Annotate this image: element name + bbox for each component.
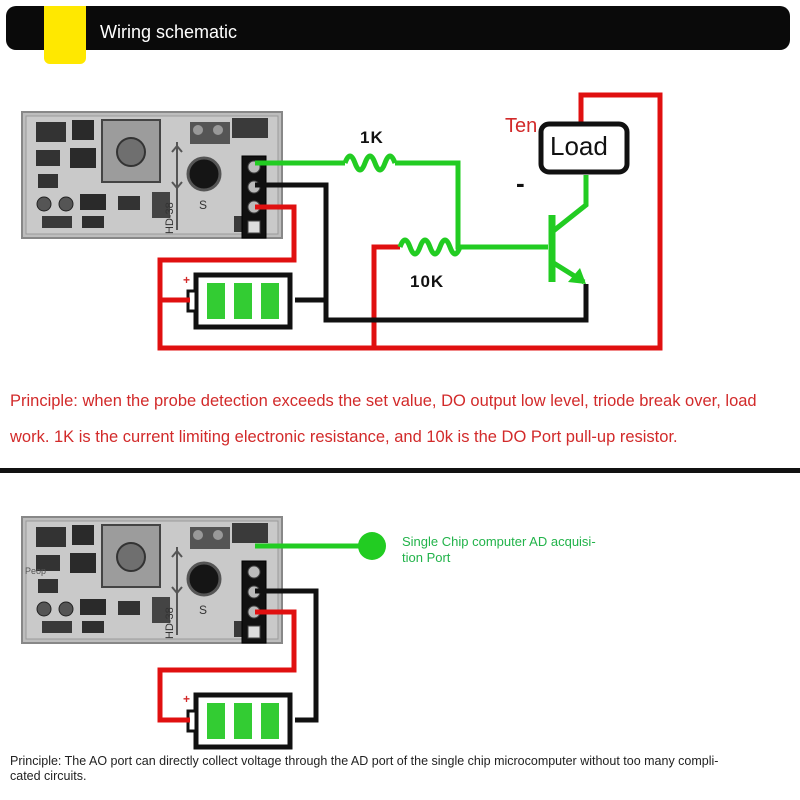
page-title: Wiring schematic: [100, 22, 238, 42]
principle-text-2-line1: Principle: The AO port can directly coll…: [10, 754, 719, 768]
header-accent-tab: [44, 6, 86, 64]
wire-black-ground-1: [255, 182, 589, 323]
resistor-1k-label: 1K: [360, 128, 384, 147]
transistor-collector: [550, 175, 589, 234]
battery-minus-label-2: |: [287, 696, 290, 708]
battery-1: [188, 275, 290, 327]
battery-plus-label-2: +: [183, 692, 191, 706]
header-bar: Wiring schematic: [6, 6, 790, 64]
load-label: Load: [550, 131, 608, 161]
battery-minus-label-1: |: [287, 276, 290, 288]
sensor-module-1: [20, 110, 284, 240]
resistor-1k: [342, 153, 398, 173]
principle-text-2: Principle: The AO port can directly coll…: [10, 754, 790, 784]
minus-label: -: [516, 168, 525, 198]
battery-plus-label-1: +: [183, 273, 191, 287]
ad-port-label-line1: Single Chip computer AD acquisi-: [402, 534, 596, 549]
ten-label: Ten: [505, 115, 538, 137]
transistor-emitter-arrow: [568, 268, 586, 284]
principle-text-2-line2: cated circuits.: [10, 769, 87, 783]
wire-red-power-1: [157, 92, 663, 351]
sensor-module-2: [20, 515, 284, 645]
ad-port-label-line2: tion Port: [402, 550, 451, 565]
section-divider: [0, 468, 800, 473]
wire-green-base: [395, 160, 548, 250]
principle-text-1: Principle: when the probe detection exce…: [10, 392, 757, 446]
resistor-10k-label: 10K: [410, 272, 445, 291]
battery-2: [188, 695, 290, 747]
ad-port-dot: [358, 532, 386, 560]
ad-port-label: Single Chip computer AD acquisi- tion Po…: [402, 534, 596, 566]
module-overlay-text: Peop: [25, 566, 47, 576]
load-box: [538, 121, 630, 175]
wire-red-power-2: [157, 609, 297, 723]
wire-red-pullup: [371, 244, 400, 348]
wire-black-ground-2: [255, 588, 319, 723]
resistor-10k: [397, 237, 463, 257]
